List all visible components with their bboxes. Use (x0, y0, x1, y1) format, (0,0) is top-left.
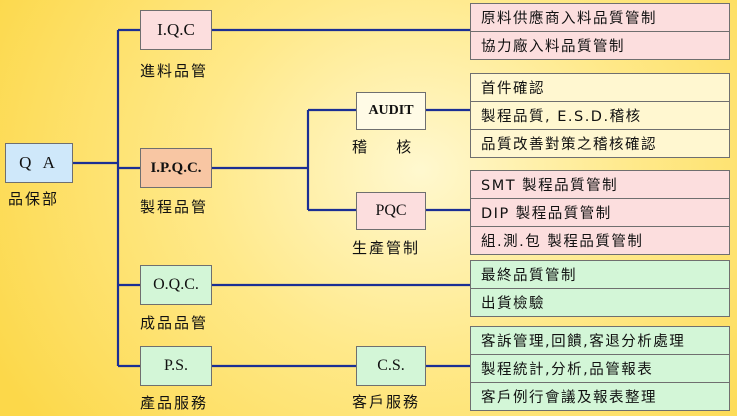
task-cs-3: 客戶例行會議及報表整理 (470, 382, 730, 411)
ipqc-label: 製程品管 (140, 198, 209, 216)
iqc-node: I.Q.C (140, 10, 212, 50)
task-pqc-1: SMT 製程品質管制 (470, 170, 730, 199)
ipqc-node: I.P.Q.C. (140, 148, 212, 188)
oqc-code: O.Q.C. (153, 276, 199, 293)
task-audit-3: 品質改善對策之稽核確認 (470, 129, 730, 158)
cs-code: C.S. (377, 357, 405, 374)
ps-node: P.S. (140, 346, 212, 386)
task-cs-2: 製程統計,分析,品管報表 (470, 354, 730, 383)
task-pqc-3: 組.測.包 製程品質管制 (470, 226, 730, 255)
task-iqc-1: 原料供應商入料品質管制 (470, 3, 730, 32)
audit-code: AUDIT (368, 103, 414, 118)
task-audit-1: 首件確認 (470, 73, 730, 102)
task-oqc-1: 最終品質管制 (470, 260, 730, 289)
ps-code: P.S. (163, 357, 189, 374)
qa-code: Q A (19, 153, 59, 172)
task-oqc-2: 出貨檢驗 (470, 288, 730, 317)
task-iqc-2: 協力廠入料品質管制 (470, 31, 730, 60)
ipqc-code: I.P.Q.C. (150, 159, 202, 176)
qa-node: Q A (5, 143, 73, 183)
oqc-node: O.Q.C. (140, 265, 212, 305)
audit-node: AUDIT (356, 92, 426, 130)
ps-label: 產品服務 (140, 394, 209, 412)
cs-node: C.S. (356, 346, 426, 386)
oqc-label: 成品品管 (140, 314, 209, 332)
qa-label: 品保部 (8, 190, 60, 208)
iqc-label: 進料品管 (140, 62, 209, 80)
task-pqc-2: DIP 製程品質管制 (470, 198, 730, 227)
task-audit-2: 製程品質, E.S.D.稽核 (470, 101, 730, 130)
audit-label: 稽 核 (352, 138, 414, 156)
task-cs-1: 客訴管理,回饋,客退分析處理 (470, 326, 730, 355)
pqc-code: PQC (375, 202, 407, 219)
iqc-code: I.Q.C (157, 20, 195, 39)
pqc-label: 生產管制 (352, 239, 421, 257)
pqc-node: PQC (356, 192, 426, 230)
cs-label: 客戶服務 (352, 393, 421, 411)
